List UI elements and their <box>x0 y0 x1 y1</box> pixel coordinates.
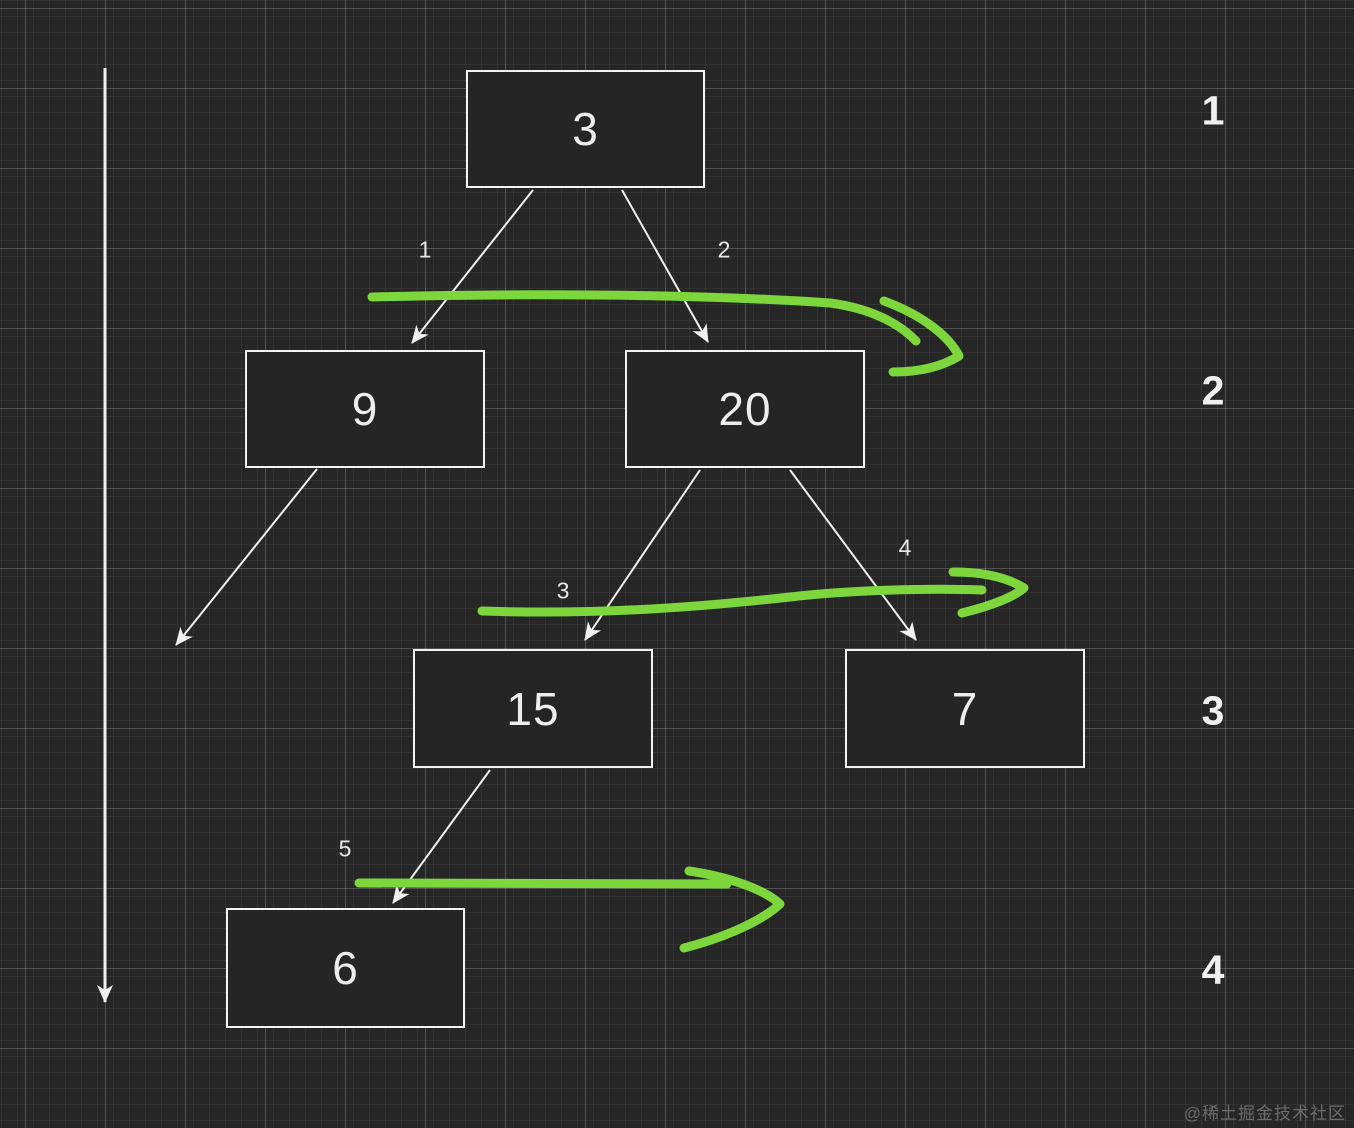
level-label-2: 2 <box>1201 367 1225 414</box>
edge-9-to-null <box>175 468 318 646</box>
edge-label-3: 3 <box>556 577 570 604</box>
edge-label-4: 4 <box>898 534 912 561</box>
edge-root-to-20 <box>621 189 709 343</box>
edge-label-1: 1 <box>418 236 432 263</box>
green-arrow-level3-head <box>948 567 1029 618</box>
green-arrow-level4-head <box>679 866 785 953</box>
green-arrow-level4-shaft <box>354 878 732 889</box>
tree-node-7: 7 <box>845 649 1085 768</box>
edge-label-2: 2 <box>717 236 731 263</box>
tree-node-6: 6 <box>226 908 465 1028</box>
tree-node-20: 20 <box>625 350 865 468</box>
watermark-text: @稀土掘金技术社区 <box>1183 1104 1346 1123</box>
green-arrow-level3-shaft <box>477 584 987 617</box>
level-label-1: 1 <box>1201 87 1225 134</box>
level-label-4: 4 <box>1201 946 1225 993</box>
tree-node-3: 3 <box>466 70 705 188</box>
tree-node-9: 9 <box>245 350 485 468</box>
green-arrow-level2-shaft <box>367 290 921 346</box>
tree-node-15: 15 <box>413 649 653 768</box>
level-label-3: 3 <box>1201 687 1225 734</box>
edge-20-to-7 <box>789 469 917 641</box>
green-arrow-level2-head <box>879 296 964 377</box>
edge-root-to-9 <box>411 189 534 344</box>
edge-label-5: 5 <box>338 835 352 862</box>
